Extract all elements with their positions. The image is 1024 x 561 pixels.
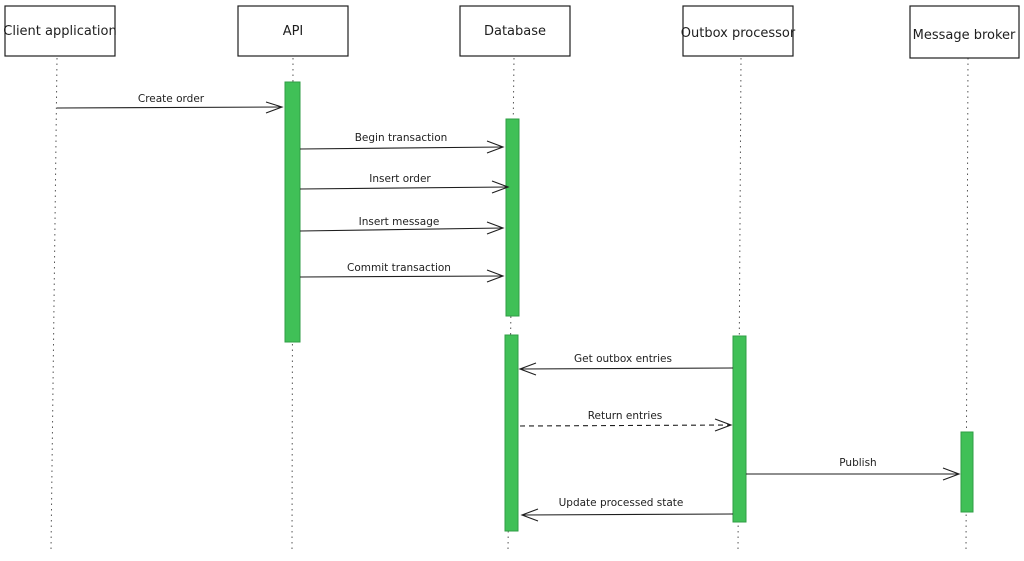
- message-label-update-processed-state: Update processed state: [559, 497, 684, 509]
- activations: [284, 81, 974, 532]
- activation-outbox: [732, 335, 747, 523]
- message-return-entries: Return entries: [519, 410, 733, 432]
- activation-database-1: [505, 118, 520, 317]
- message-label-return-entries: Return entries: [588, 410, 663, 422]
- message-begin-transaction: Begin transaction: [299, 132, 505, 154]
- message-label-create-order: Create order: [138, 93, 205, 105]
- actor-database: Database: [459, 5, 571, 57]
- messages: Create order Begin transaction Insert or…: [56, 93, 961, 522]
- activation-api: [284, 81, 301, 343]
- actor-label-database: Database: [484, 24, 546, 39]
- message-label-publish: Publish: [839, 457, 876, 469]
- actor-label-client: Client application: [3, 24, 116, 39]
- message-publish: Publish: [746, 457, 961, 481]
- actor-client: Client application: [3, 5, 117, 57]
- message-label-get-outbox-entries: Get outbox entries: [574, 353, 672, 365]
- actor-api: API: [237, 5, 349, 57]
- message-insert-message: Insert message: [299, 216, 505, 235]
- message-label-insert-order: Insert order: [369, 173, 431, 185]
- message-insert-order: Insert order: [299, 173, 510, 194]
- message-label-commit-transaction: Commit transaction: [347, 262, 451, 274]
- message-update-processed-state: Update processed state: [520, 497, 734, 522]
- actor-broker: Message broker: [909, 5, 1020, 59]
- message-get-outbox-entries: Get outbox entries: [518, 353, 734, 376]
- activation-database-2: [504, 334, 519, 532]
- message-label-insert-message: Insert message: [359, 216, 440, 228]
- lifeline-client: [50, 57, 58, 551]
- activation-broker: [960, 431, 974, 513]
- actor-label-api: API: [283, 24, 304, 39]
- message-create-order: Create order: [56, 93, 284, 114]
- message-label-begin-transaction: Begin transaction: [355, 132, 448, 144]
- actor-label-broker: Message broker: [913, 28, 1016, 43]
- actors: Client application API Database Outbox p…: [3, 5, 1020, 59]
- actor-outbox: Outbox processor: [681, 5, 796, 57]
- actor-label-outbox: Outbox processor: [681, 26, 796, 41]
- message-commit-transaction: Commit transaction: [299, 262, 505, 283]
